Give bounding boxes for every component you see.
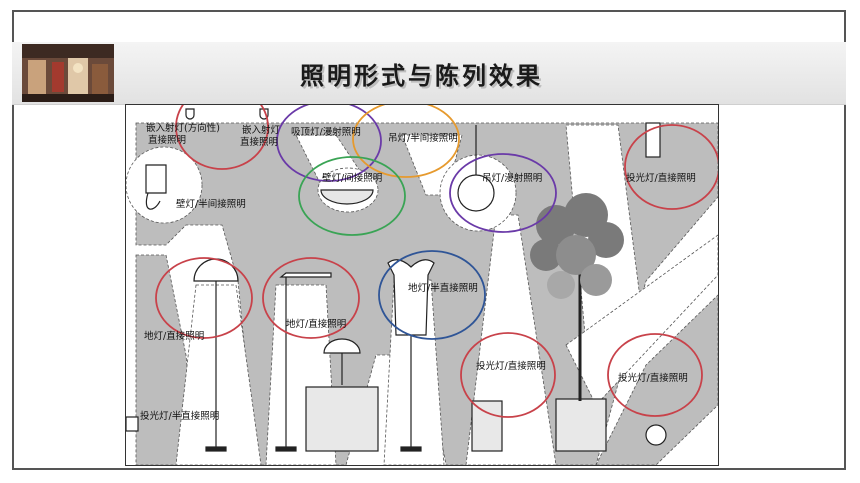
recessed-directional-icon: [185, 108, 195, 120]
label-ceiling: 吸顶灯/漫射照明: [291, 126, 361, 138]
highlight-wall-indirect: [298, 156, 406, 236]
fixtures: [126, 108, 667, 452]
label-spot-direct-right-bottom: 投光灯/直接照明: [618, 372, 688, 384]
highlight-ceiling: [276, 105, 382, 182]
label-floor-semi-direct: 地灯/半直接照明: [408, 282, 478, 294]
highlight-pendant-diffuse: [449, 153, 557, 233]
highlight-floor-mid: [262, 257, 360, 339]
spot-cone-diag: [565, 234, 718, 406]
plant-pot: [555, 398, 607, 452]
wall-indirect-lamp-icon: [320, 189, 374, 205]
highlight-spot-right-bottom: [607, 333, 703, 417]
label-recessed-spot-2: 直接照明: [240, 136, 278, 148]
header-band: [12, 42, 846, 105]
label-spot-direct-right-top: 投光灯/直接照明: [626, 172, 696, 184]
highlight-recessed: [175, 105, 269, 170]
label-recessed-directional-2: 直接照明: [148, 134, 186, 146]
floor-lamp-right-base: [400, 446, 422, 452]
store-photo-thumbnail: [22, 44, 114, 102]
dress-mannequin-lamp: [387, 259, 435, 336]
floor-lamp-left-shade: [193, 258, 239, 282]
spot-fixture-right-top: [645, 122, 661, 158]
spot-fixture-left: [126, 416, 139, 432]
label-wall-semi-indirect: 壁灯/半间接照明: [176, 198, 246, 210]
wall-lamp-arm: [145, 192, 161, 210]
floor-lamp-mid-base: [275, 446, 297, 452]
highlight-spot-right-top: [624, 124, 718, 210]
diagram-labels: 嵌入射灯(方向性) 直接照明 嵌入射灯 直接照明 吸顶灯/漫射照明 吊灯/半间接…: [140, 122, 696, 422]
label-spot-semi-direct: 投光灯/半直接照明: [140, 410, 219, 422]
label-pendant-semi-indirect: 吊灯/半间接照明: [388, 132, 458, 144]
highlight-floor-semi: [378, 250, 486, 340]
floor-lamp-left-base: [205, 446, 227, 452]
page-title: 照明形式与陈列效果: [300, 62, 543, 90]
floor-lamp-cone-left: [175, 284, 262, 465]
display-pedestal: [305, 386, 379, 452]
label-spot-direct-center: 投光灯/直接照明: [476, 360, 546, 372]
label-recessed-spot: 嵌入射灯: [242, 124, 281, 136]
label-pendant-diffuse: 吊灯/漫射照明: [482, 172, 542, 184]
spot-box-center: [471, 400, 503, 452]
highlight-floor-left: [155, 257, 253, 339]
label-wall-indirect: 壁灯/间接照明: [322, 172, 382, 184]
highlight-ellipses: [155, 105, 718, 418]
wall-lamp-icon: [145, 164, 167, 194]
label-floor-direct-left: 地灯/直接照明: [144, 330, 204, 342]
lighting-diagram: 嵌入射灯(方向性) 直接照明 嵌入射灯 直接照明 吸顶灯/漫射照明 吊灯/半间接…: [125, 104, 719, 466]
floor-lamp-mid-head: [279, 272, 332, 278]
spot-beam-right-bottom: [595, 294, 718, 465]
label-recessed-directional: 嵌入射灯(方向性): [146, 122, 220, 134]
highlight-pendant-semi: [352, 105, 460, 178]
spot-fixture-right-bottom: [645, 424, 667, 446]
highlight-spot-center: [460, 332, 556, 418]
pendant-globe-icon: [457, 174, 495, 212]
label-floor-direct-mid: 地灯/直接照明: [286, 318, 346, 330]
table-lamp-shade: [323, 338, 361, 354]
